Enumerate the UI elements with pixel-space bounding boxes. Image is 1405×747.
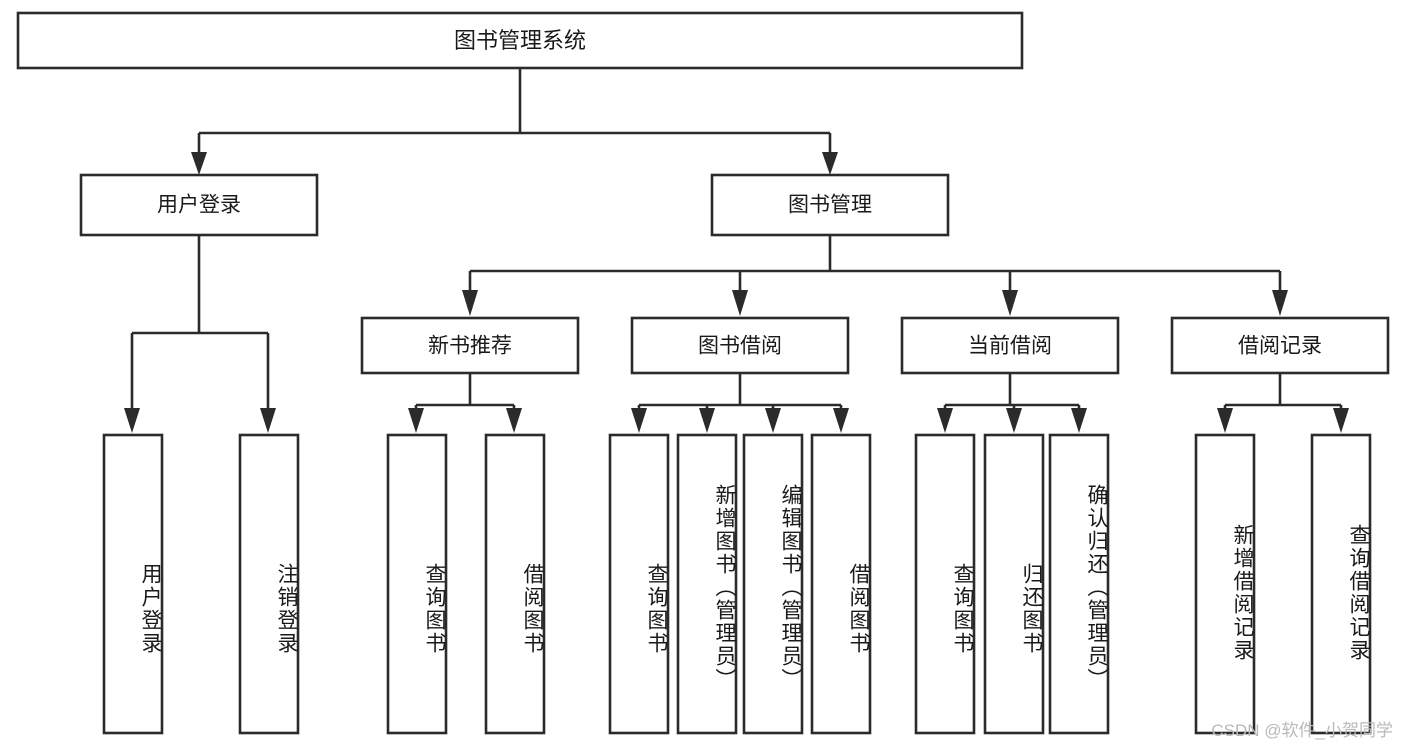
arrow-to-current-borrow [1002, 290, 1018, 316]
arrow-to-book-borrow [732, 290, 748, 316]
node-book-manage[interactable]: 图书管理 [710, 173, 950, 237]
arrow-to-borrow-record [1272, 290, 1288, 316]
node-user-login-label: 用户登录 [157, 194, 241, 217]
node-new-book-recommend-label: 新书推荐 [428, 335, 512, 358]
leaf-box-bb-borrow-book[interactable] [810, 433, 872, 735]
arrow-to-book-manage [822, 152, 838, 175]
node-borrow-record[interactable]: 借阅记录 [1170, 316, 1390, 375]
leaf-box-br-add-record[interactable] [1194, 433, 1256, 735]
arrow-to-new-book-recommend [462, 290, 478, 316]
arrow-br-leaf-2 [1333, 408, 1349, 433]
arrow-bb-leaf-4 [833, 408, 849, 433]
leaf-box-logout[interactable] [238, 433, 300, 735]
node-root[interactable]: 图书管理系统 [16, 11, 1024, 70]
node-borrow-record-label: 借阅记录 [1238, 335, 1322, 358]
arrow-newbook-leaf-1 [408, 408, 424, 433]
node-book-manage-box[interactable] [710, 173, 950, 237]
arrow-to-user-login [191, 152, 207, 175]
node-current-borrow-label: 当前借阅 [968, 335, 1052, 358]
node-book-borrow[interactable]: 图书借阅 [630, 316, 850, 375]
leaf-box-br-query-record[interactable] [1310, 433, 1372, 735]
node-new-book-recommend[interactable]: 新书推荐 [360, 316, 580, 375]
leaf-box-newbook-query-book[interactable] [386, 433, 448, 735]
arrow-cb-leaf-3 [1071, 408, 1087, 433]
arrow-br-leaf-1 [1217, 408, 1233, 433]
node-book-borrow-box[interactable] [630, 316, 850, 375]
leaf-box-user-login-query[interactable] [102, 433, 164, 735]
leaf-box-bb-edit-book[interactable] [742, 433, 804, 735]
node-root-box[interactable] [16, 11, 1024, 70]
watermark-text: CSDN @软件_小贺同学 [1211, 721, 1393, 740]
node-new-book-recommend-box[interactable] [360, 316, 580, 375]
node-user-login-box[interactable] [79, 173, 319, 237]
node-root-label: 图书管理系统 [454, 28, 586, 53]
arrow-newbook-leaf-2 [506, 408, 522, 433]
node-borrow-record-box[interactable] [1170, 316, 1390, 375]
arrow-bb-leaf-3 [765, 408, 781, 433]
leaf-box-cb-confirm-return[interactable] [1048, 433, 1110, 735]
arrow-leaf-logout [260, 408, 276, 433]
leaf-box-cb-return-book[interactable] [983, 433, 1045, 735]
node-current-borrow-box[interactable] [900, 316, 1120, 375]
connectors-group [124, 68, 1349, 433]
arrow-bb-leaf-2 [699, 408, 715, 433]
leaf-box-cb-query-book[interactable] [914, 433, 976, 735]
arrow-cb-leaf-2 [1006, 408, 1022, 433]
arrow-leaf-user-login [124, 408, 140, 433]
leaf-box-bb-query-book[interactable] [608, 433, 670, 735]
node-book-manage-label: 图书管理 [788, 194, 872, 217]
leaf-box-bb-add-book[interactable] [676, 433, 738, 735]
arrow-bb-leaf-1 [631, 408, 647, 433]
nodes-group: 图书管理系统 用户登录 图书管理 新书推荐 图书借阅 [16, 11, 1390, 735]
leaf-box-newbook-borrow-book[interactable] [484, 433, 546, 735]
node-book-borrow-label: 图书借阅 [698, 335, 782, 358]
node-current-borrow[interactable]: 当前借阅 [900, 316, 1120, 375]
arrow-cb-leaf-1 [937, 408, 953, 433]
node-user-login[interactable]: 用户登录 [79, 173, 319, 237]
